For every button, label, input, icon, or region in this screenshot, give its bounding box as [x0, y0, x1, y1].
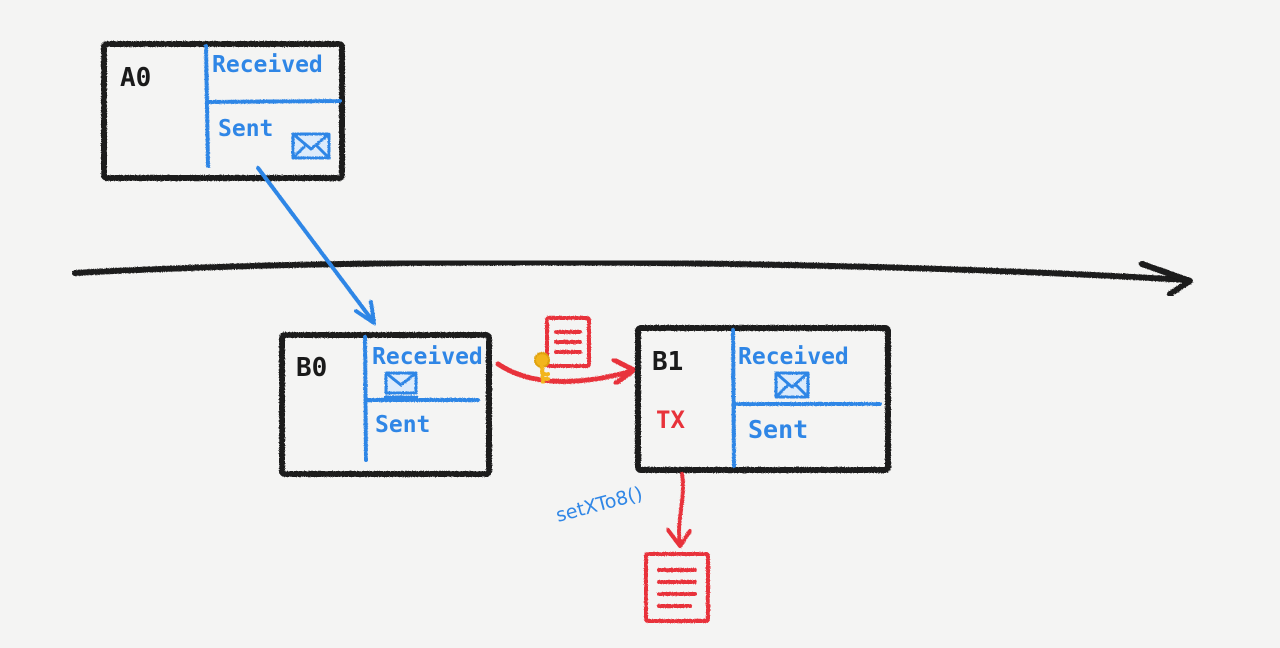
block-a0-divider-horizontal: [206, 99, 342, 104]
document-icon: [644, 552, 710, 623]
block-b1-sent: Sent: [748, 415, 808, 444]
block-b0-border: [279, 332, 492, 477]
block-b1-border: [635, 325, 891, 473]
block-a0: A0 Received Sent: [101, 41, 345, 181]
block-a0-sent: Sent: [218, 116, 273, 142]
envelope-icon: [384, 371, 418, 399]
block-b0: B0 Received Sent: [279, 332, 492, 477]
envelope-icon: [291, 132, 331, 160]
timeline-arrow: [72, 259, 1193, 297]
block-b1-label: B1: [652, 347, 683, 377]
block-b1: B1 TX Received Sent: [635, 325, 891, 473]
block-a0-label: A0: [120, 63, 151, 93]
document-icon: [545, 316, 591, 368]
block-a0-border: [101, 41, 345, 181]
key-icon: [534, 352, 550, 384]
block-a0-received: Received: [212, 52, 323, 78]
envelope-icon: [774, 371, 810, 399]
block-b1-received: Received: [738, 344, 849, 370]
message-arrow-a0-to-b0: [256, 166, 376, 325]
block-b0-sent: Sent: [375, 412, 430, 438]
transaction-arrow-b0-to-b1: [495, 357, 637, 386]
block-b0-label: B0: [296, 353, 327, 383]
block-b1-tx-label: TX: [656, 406, 685, 434]
call-arrow-b1-down: [666, 472, 692, 548]
call-label: setXTo8(): [554, 483, 645, 527]
block-b0-received: Received: [372, 344, 483, 370]
block-a0-divider-vertical: [204, 44, 210, 168]
block-b1-divider-vertical: [731, 328, 736, 468]
